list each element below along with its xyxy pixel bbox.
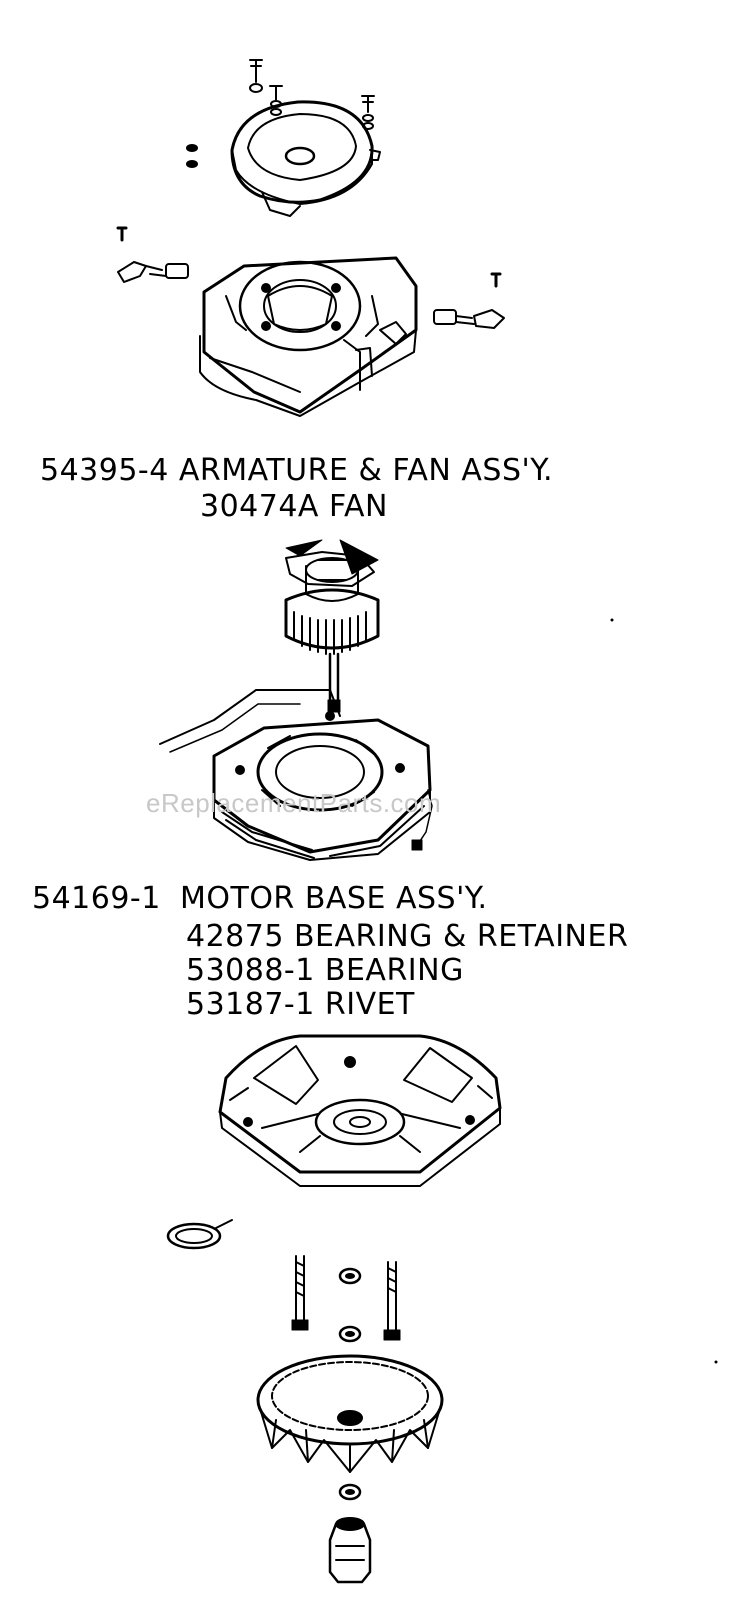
lower-fan — [256, 1354, 444, 1501]
motor-base — [218, 1034, 502, 1187]
bolts-and-washers — [291, 1255, 401, 1343]
group2-subpart-bearing: 53088-1 BEARING — [186, 953, 464, 988]
top-cover-plate — [230, 100, 381, 217]
right-brush-holder — [433, 272, 505, 329]
group2-subpart-rivet: 53187-1 RIVET — [186, 987, 415, 1022]
left-brush-holder — [116, 226, 189, 283]
bottom-nut — [328, 1517, 372, 1584]
group2-part-number: 54169-1 — [32, 881, 161, 916]
margin-marks — [610, 618, 718, 1364]
retaining-ring — [166, 1219, 233, 1250]
watermark: eReplacementParts.com — [146, 788, 442, 818]
armature-fan-assembly — [284, 539, 380, 713]
group1-subpart-fan: 30474A FAN — [200, 489, 388, 524]
group1-main-label: 54395-4 ARMATURE & FAN ASS'Y. — [40, 453, 554, 488]
group2-description: MOTOR BASE ASS'Y. — [180, 881, 488, 916]
motor-housing — [199, 256, 418, 417]
cover-screws — [186, 59, 375, 168]
field-stator-assembly — [159, 689, 433, 861]
group2-subpart-bearing-retainer: 42875 BEARING & RETAINER — [186, 919, 629, 954]
